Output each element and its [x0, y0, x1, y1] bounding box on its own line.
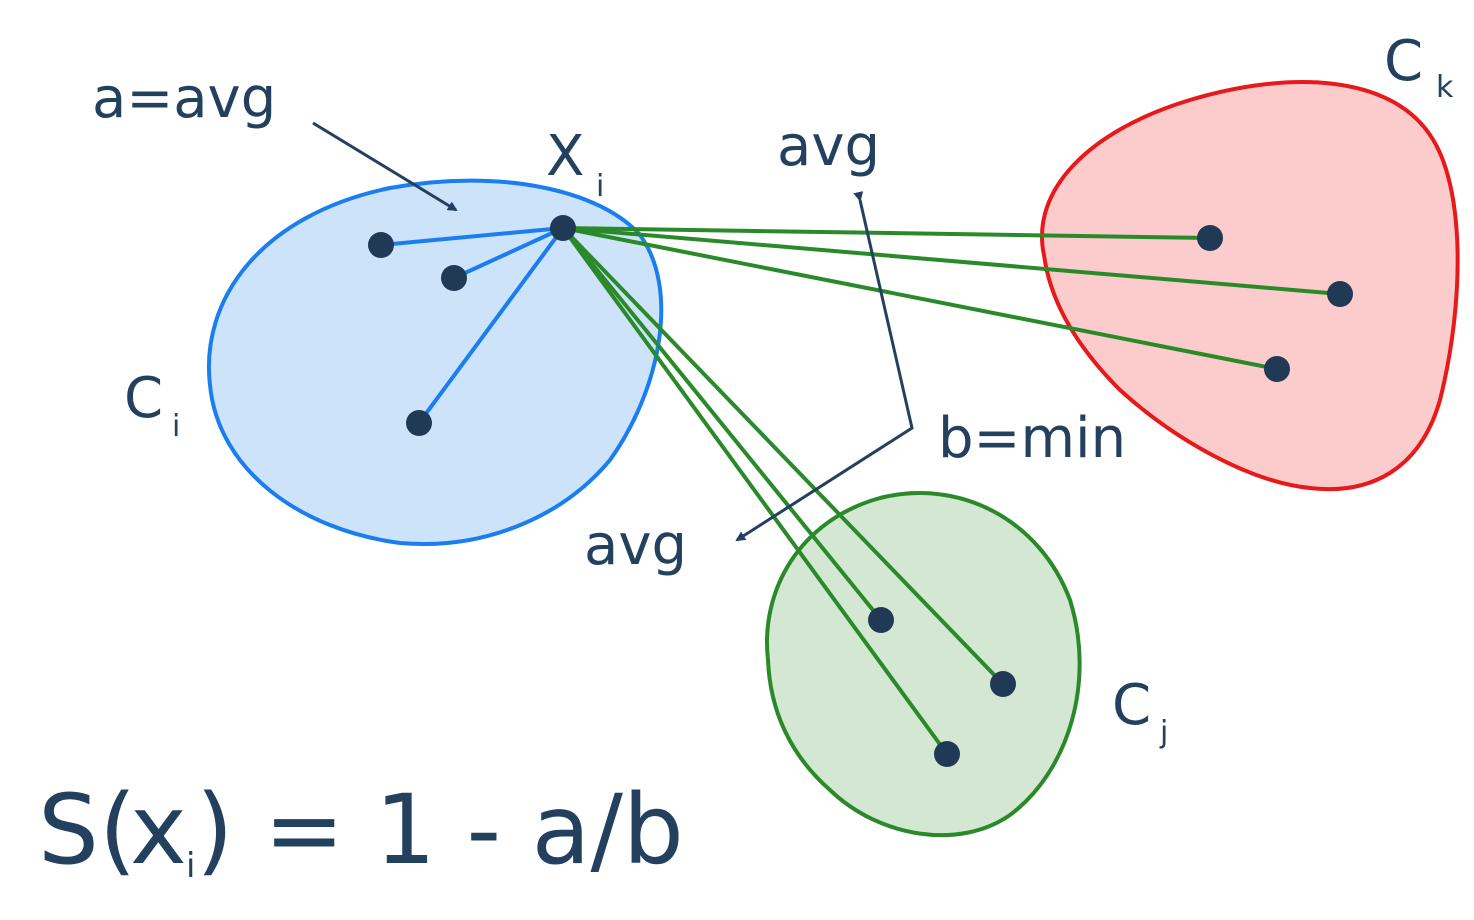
inter-line-k	[561, 226, 1342, 296]
inter-line-k	[561, 226, 1212, 240]
inter-line-j	[561, 226, 883, 622]
point-ci	[441, 265, 467, 291]
intra-cluster-lines	[379, 226, 565, 425]
cluster-j-blob	[765, 491, 1082, 838]
a-avg-arrow	[312, 121, 458, 212]
ci-label-sub: i	[172, 409, 180, 444]
cj-label: C	[1112, 673, 1151, 738]
b-min-arrow	[735, 191, 914, 542]
xi-label: X	[546, 124, 584, 189]
intra-line	[417, 226, 565, 425]
a-avg-label: a=avg	[92, 66, 276, 131]
ck-label: C	[1384, 29, 1423, 94]
point-cj	[868, 607, 894, 633]
cj-label-sub: j	[1159, 715, 1168, 750]
formula-suffix: ) = 1 - a/b	[196, 774, 684, 886]
arrows	[312, 121, 914, 542]
point-ck	[1327, 281, 1353, 307]
avg-j-label: avg	[584, 513, 687, 578]
point-ci	[406, 410, 432, 436]
point-ck	[1264, 356, 1290, 382]
point-xi	[550, 215, 576, 241]
inter-line-k	[561, 226, 1279, 371]
point-cj	[934, 741, 960, 767]
xi-label-sub: i	[596, 169, 604, 204]
point-ci	[368, 232, 394, 258]
formula-sub: i	[186, 846, 195, 886]
intra-line	[379, 226, 565, 247]
avg-k-label: avg	[777, 114, 880, 179]
formula-prefix: S(	[38, 774, 136, 886]
formula-var: x	[130, 774, 187, 886]
intra-line	[452, 226, 565, 280]
point-ck	[1197, 225, 1223, 251]
inter-line-j	[561, 226, 949, 756]
ck-label-sub: k	[1436, 70, 1454, 105]
b-min-label: b=min	[938, 406, 1126, 471]
points	[368, 215, 1353, 767]
point-cj	[990, 671, 1016, 697]
ci-label: C	[124, 366, 163, 431]
